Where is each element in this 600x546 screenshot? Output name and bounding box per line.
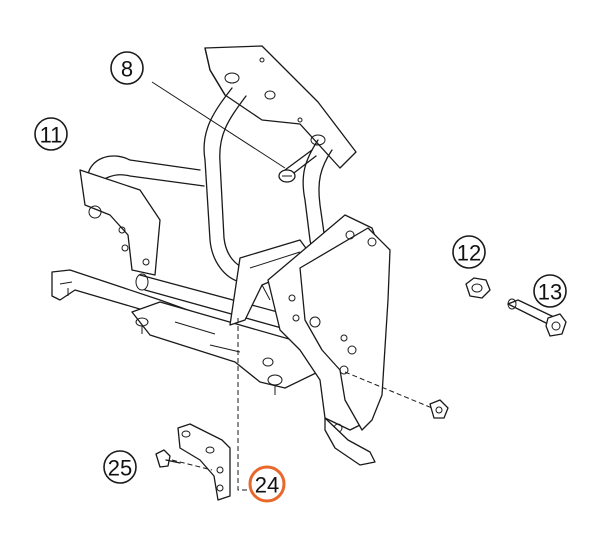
screw-25 (155, 449, 213, 471)
callout-8-circle (110, 51, 144, 85)
callout-12-label: 12 (457, 241, 481, 266)
callout-25: 25 (103, 450, 137, 484)
callout-13-label: 13 (538, 280, 562, 305)
right-side-plates (267, 214, 391, 466)
callout-24: 24 (248, 465, 286, 503)
callout-13-circle (533, 274, 567, 308)
callout-11-label: 11 (40, 123, 63, 148)
callout-24-circle (248, 465, 286, 503)
nut-12 (465, 277, 491, 299)
bolt-13 (507, 298, 567, 337)
bolt-8 (151, 81, 317, 183)
callout-24-label: 24 (255, 473, 279, 498)
callout-13: 13 (533, 274, 567, 308)
left-side-plate (79, 169, 161, 276)
callout-8-label: 8 (121, 57, 133, 82)
upper-mounting-plate (204, 45, 357, 169)
base-plate (131, 301, 319, 395)
right-bolt-assembly (344, 371, 449, 419)
callout-12-circle (452, 235, 486, 269)
callout-11-circle (34, 117, 68, 151)
tubular-frame (87, 87, 333, 333)
callout-12: 12 (452, 235, 486, 269)
callout-25-circle (103, 450, 137, 484)
callout-11: 11 (34, 117, 68, 151)
callout-25-label: 25 (108, 456, 132, 481)
small-bracket-24 (177, 318, 248, 501)
callout-8: 8 (110, 51, 144, 85)
